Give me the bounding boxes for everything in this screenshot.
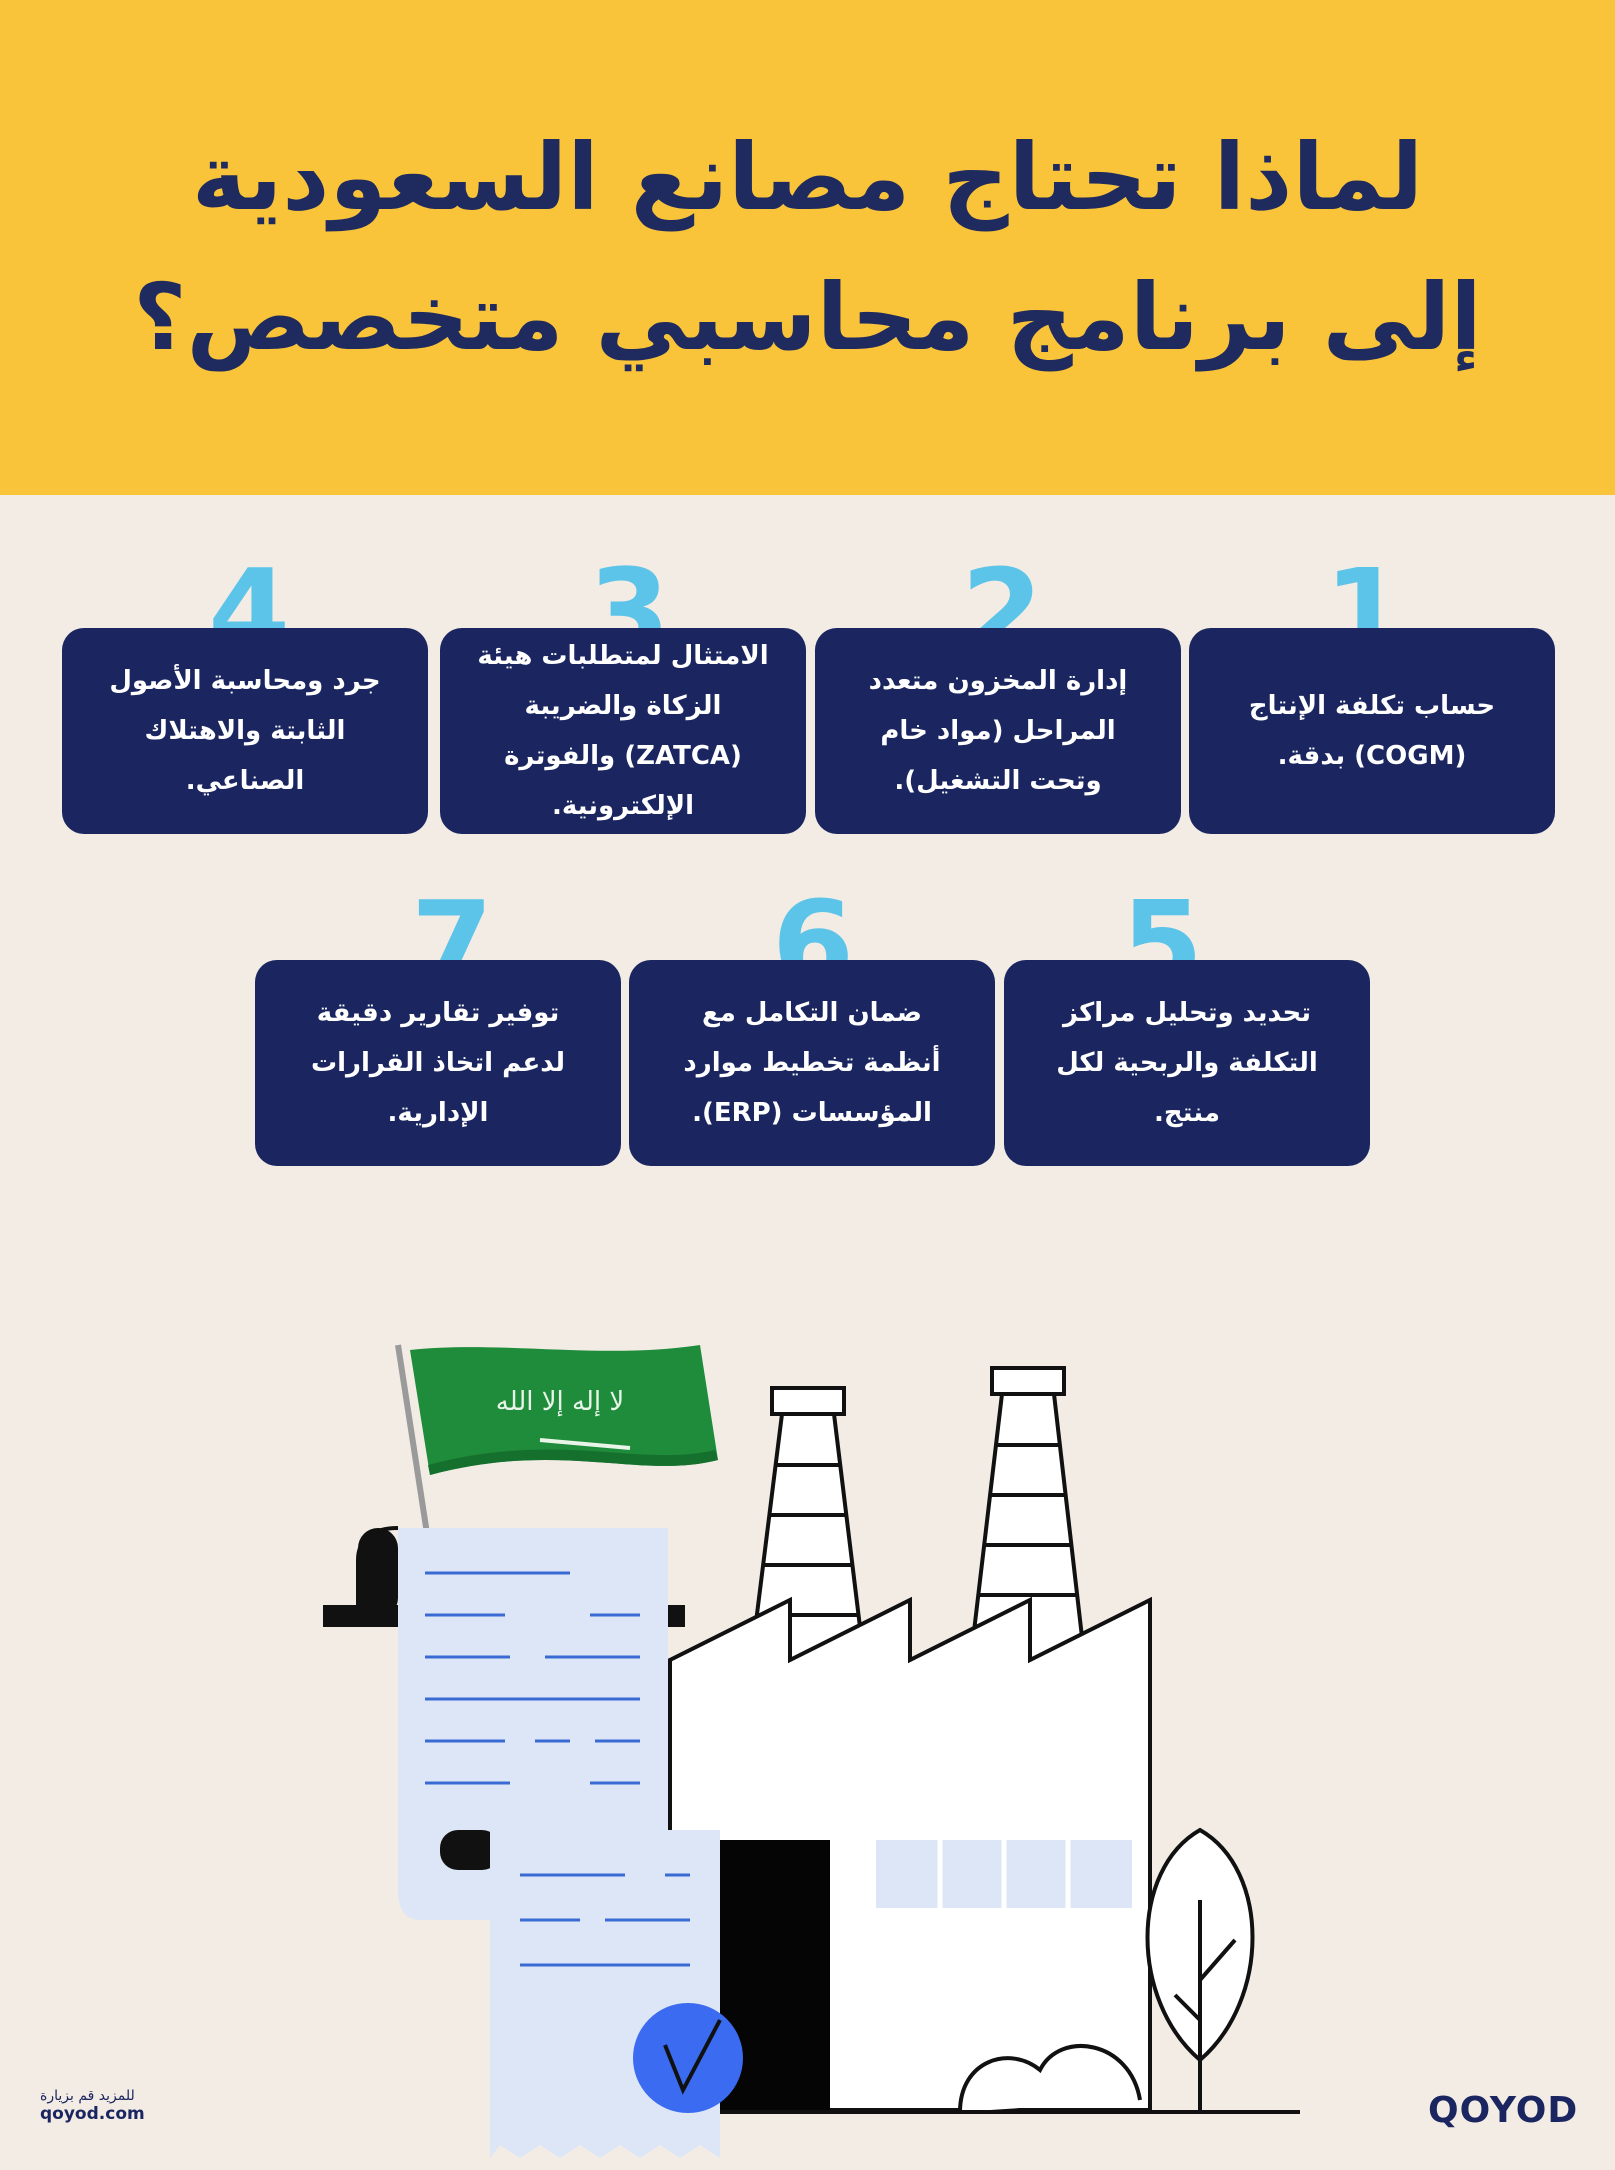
factory-illustration: لا إله إلا الله	[323, 1344, 1300, 2158]
tree-icon	[1145, 1827, 1255, 2112]
card-text-3: الامتثال لمتطلبات هيئة الزكاة والضريبة (…	[477, 641, 769, 821]
factory-icon	[590, 1366, 1300, 2114]
card-6: ضمان التكامل مع أنظمة تخطيط موارد المؤسس…	[629, 960, 995, 1166]
card-3: الامتثال لمتطلبات هيئة الزكاة والضريبة (…	[440, 628, 806, 834]
card-1: حساب تكلفة الإنتاج (COGM) بدقة.	[1189, 628, 1555, 834]
card-2: إدارة المخزون متعدد المراحل (مواد خام وت…	[815, 628, 1181, 834]
card-text-4: جرد ومحاسبة الأصول الثابتة والاهتلاك الص…	[109, 666, 381, 796]
checkmark-icon	[633, 2003, 743, 2113]
card-7: توفير تقارير دقيقة لدعم اتخاذ القرارات ا…	[255, 960, 621, 1166]
card-5: تحديد وتحليل مراكز التكلفة والربحية لكل …	[1004, 960, 1370, 1166]
header: لماذا تحتاج مصانع السعودية إلى برنامج مح…	[0, 0, 1615, 495]
card-text-6: ضمان التكامل مع أنظمة تخطيط موارد المؤسس…	[683, 998, 941, 1128]
page-title-line-1: لماذا تحتاج مصانع السعودية	[191, 123, 1424, 231]
footer-url[interactable]: qoyod.com	[40, 2104, 145, 2124]
card-text-2: إدارة المخزون متعدد المراحل (مواد خام وت…	[868, 666, 1128, 796]
card-text-1: حساب تكلفة الإنتاج (COGM) بدقة.	[1248, 691, 1496, 771]
card-text-5: تحديد وتحليل مراكز التكلفة والربحية لكل …	[1056, 998, 1318, 1128]
svg-text:لا إله إلا الله: لا إله إلا الله	[496, 1387, 624, 1417]
footer-note: للمزيد قم بزيارة qoyod.com	[40, 2088, 240, 2124]
footer-note-text: للمزيد قم بزيارة	[40, 2088, 135, 2104]
saudi-flag-icon: لا إله إلا الله	[395, 1344, 718, 1541]
qoyod-logo: QOYOD	[1428, 2090, 1579, 2131]
page-title-line-2: إلى برنامج محاسبي متخصص؟	[133, 263, 1482, 371]
card-4: جرد ومحاسبة الأصول الثابتة والاهتلاك الص…	[62, 628, 428, 834]
card-text-7: توفير تقارير دقيقة لدعم اتخاذ القرارات ا…	[310, 998, 566, 1128]
